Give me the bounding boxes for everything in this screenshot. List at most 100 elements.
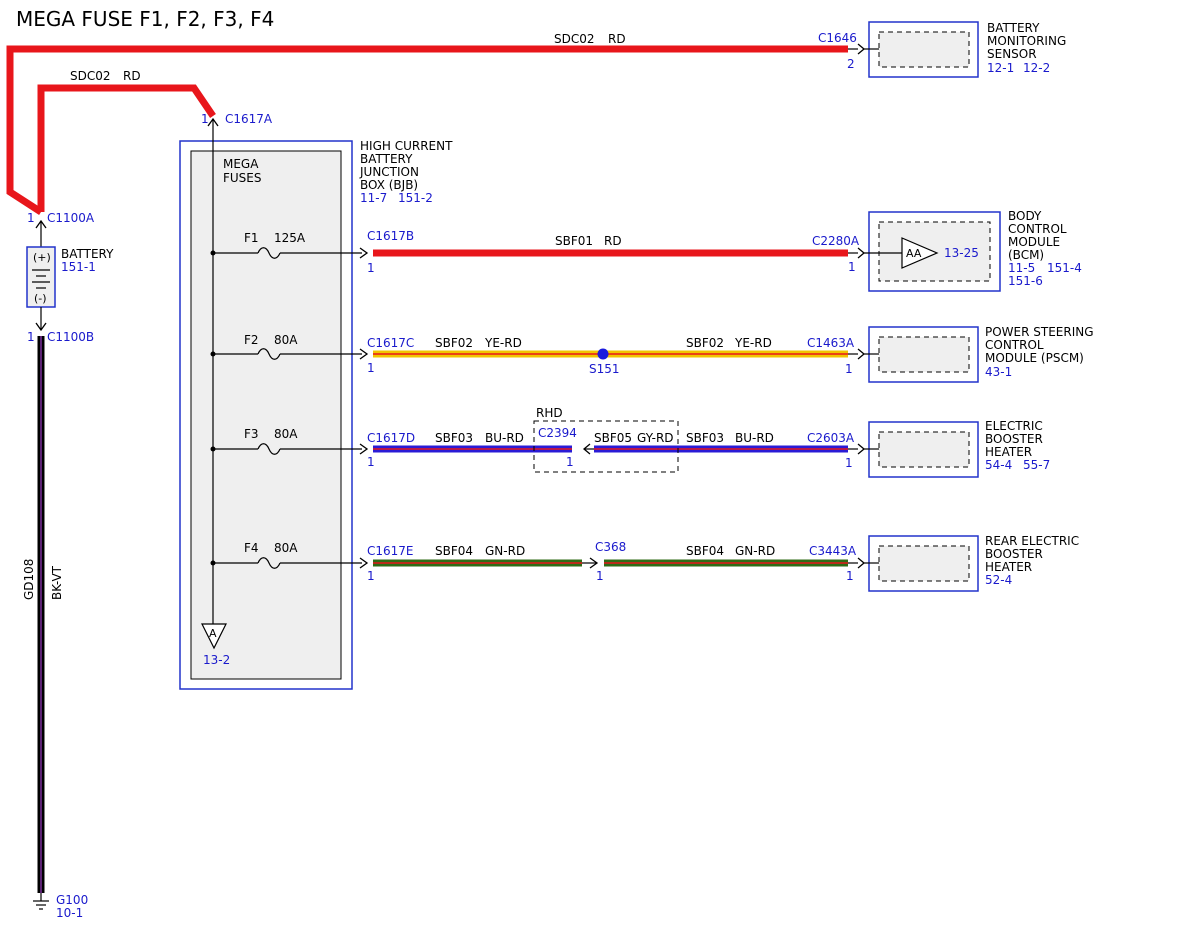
arrow-c1646 [857,43,866,55]
connector-c1463a[interactable]: C1463A [807,336,855,350]
pin-c3443a: 1 [846,569,854,583]
arrow-c1617d [359,443,369,455]
bms-inner [878,31,970,68]
ebh-line-1: ELECTRIC [985,419,1043,433]
connector-c3443a[interactable]: C3443A [809,544,857,558]
connector-c1617a[interactable]: C1617A [225,112,273,126]
wire-gd108-color: BK-VT [50,565,64,600]
rebh-line-1: REAR ELECTRIC [985,534,1079,548]
wire-sbf03-a-color: BU-RD [485,431,524,445]
connector-c1617c[interactable]: C1617C [367,336,414,350]
ebh-line-2: BOOSTER [985,432,1043,446]
rebh-line-3: HEATER [985,560,1032,574]
arrow-c1100b [35,322,47,332]
rebh-inner [878,545,970,582]
battery-minus: (-) [34,292,47,305]
pscm-line-3: MODULE (PSCM) [985,351,1084,365]
pin-c1617c: 1 [367,361,375,375]
rhd-option-box [533,420,679,473]
bjb-inner-line-1: MEGA [223,157,259,171]
wire-sbf05-circuit: SBF05 [594,431,632,445]
ebh-ref-2[interactable]: 55-7 [1023,458,1050,472]
bcm-internal-arrow[interactable] [901,237,939,269]
connector-c1100a[interactable]: C1100A [47,211,95,225]
fuse-f1-symbol[interactable] [257,247,281,259]
fuse-f4-rating: 80A [274,541,298,555]
wire-sbf03-a-circuit: SBF03 [435,431,473,445]
fuse-f1-name: F1 [244,231,259,245]
fuse-f3-symbol[interactable] [257,443,281,455]
battery-ref[interactable]: 151-1 [61,260,96,274]
bjb-name-line-2: BATTERY [360,152,413,166]
arrow-c2603a [857,443,866,455]
bcm-inner-ref[interactable]: 13-25 [944,246,979,260]
connector-c1617d[interactable]: C1617D [367,431,415,445]
pin-c1617b: 1 [367,261,375,275]
wire-sbf02-a-circuit: SBF02 [435,336,473,350]
arrow-c1463a [857,348,866,360]
bms-ref-1[interactable]: 12-1 [987,61,1014,75]
wire-sdc02-bjb-color: RD [123,69,141,83]
wire-sdc02-top[interactable] [6,45,848,215]
connector-c1646[interactable]: C1646 [818,31,857,45]
bjb-ref-2[interactable]: 151-2 [398,191,433,205]
bms-line-2: MONITORING [987,34,1066,48]
arrow-c1617e [359,557,369,569]
rebh-line-2: BOOSTER [985,547,1043,561]
pin-c1646: 2 [847,57,855,71]
connector-c2394[interactable]: C2394 [538,426,577,440]
wire-sbf05-color: GY-RD [637,431,674,445]
wire-sbf04-a-circuit: SBF04 [435,544,473,558]
wire-sdc02-top-color: RD [608,32,626,46]
ebh-ref-1[interactable]: 54-4 [985,458,1012,472]
bjb-ref-1[interactable]: 11-7 [360,191,387,205]
bms-ref-2[interactable]: 12-2 [1023,61,1050,75]
connector-c2603a[interactable]: C2603A [807,431,855,445]
bjb-name-line-1: HIGH CURRENT [360,139,453,153]
pin-c1100a: 1 [27,211,35,225]
wire-sbf04-b-color: GN-RD [735,544,775,558]
arrow-c3443a [857,557,866,569]
ground-ref[interactable]: 10-1 [56,906,83,920]
fuse-f3-rating: 80A [274,427,298,441]
wire-sbf04-b-circuit: SBF04 [686,544,724,558]
ebh-line-3: HEATER [985,445,1032,459]
bcm-line-1: BODY [1008,209,1042,223]
wire-sbf02-b-circuit: SBF02 [686,336,724,350]
pin-c1463a: 1 [845,362,853,376]
connector-c1617e[interactable]: C1617E [367,544,414,558]
bcm-ref-1[interactable]: 11-5 [1008,261,1035,275]
bcm-inner-label: AA [906,247,922,260]
bjb-arrow-label: A [209,627,217,640]
pin-c2394: 1 [566,455,574,469]
wire-sbf01-circuit: SBF01 [555,234,593,248]
pscm-ref-1[interactable]: 43-1 [985,365,1012,379]
splice-s151[interactable] [597,348,609,360]
pin-c1617a: 1 [201,112,209,126]
bcm-ref-2[interactable]: 151-4 [1047,261,1082,275]
bjb-arrow-ref[interactable]: 13-2 [203,653,230,667]
arrow-c2280a [857,247,866,259]
battery-name: BATTERY [61,247,114,261]
bjb-continuation-arrow[interactable] [201,623,227,650]
connector-c368[interactable]: C368 [595,540,626,554]
fuse-f2-rating: 80A [274,333,298,347]
arrow-c1617c [359,348,369,360]
wire-gd108-circuit: GD108 [22,559,36,600]
connector-c1100b[interactable]: C1100B [47,330,94,344]
wire-sdc02-bjb[interactable] [37,84,216,212]
wire-sbf02-a-color: YE-RD [484,336,522,350]
connector-c1617b[interactable]: C1617B [367,229,414,243]
fuse-f4-symbol[interactable] [257,557,281,569]
connector-c2280a[interactable]: C2280A [812,234,860,248]
diagram-title: MEGA FUSE F1, F2, F3, F4 [16,7,274,31]
bcm-line-4: (BCM) [1008,248,1044,262]
bcm-ref-3[interactable]: 151-6 [1008,274,1043,288]
rebh-ref-1[interactable]: 52-4 [985,573,1012,587]
ground-name[interactable]: G100 [56,893,88,907]
bjb-inner-line-2: FUSES [223,171,262,185]
bcm-line-3: MODULE [1008,235,1060,249]
fuse-f2-symbol[interactable] [257,348,281,360]
pin-c2603a: 1 [845,456,853,470]
bjb-mega-fuses-box [190,150,342,680]
